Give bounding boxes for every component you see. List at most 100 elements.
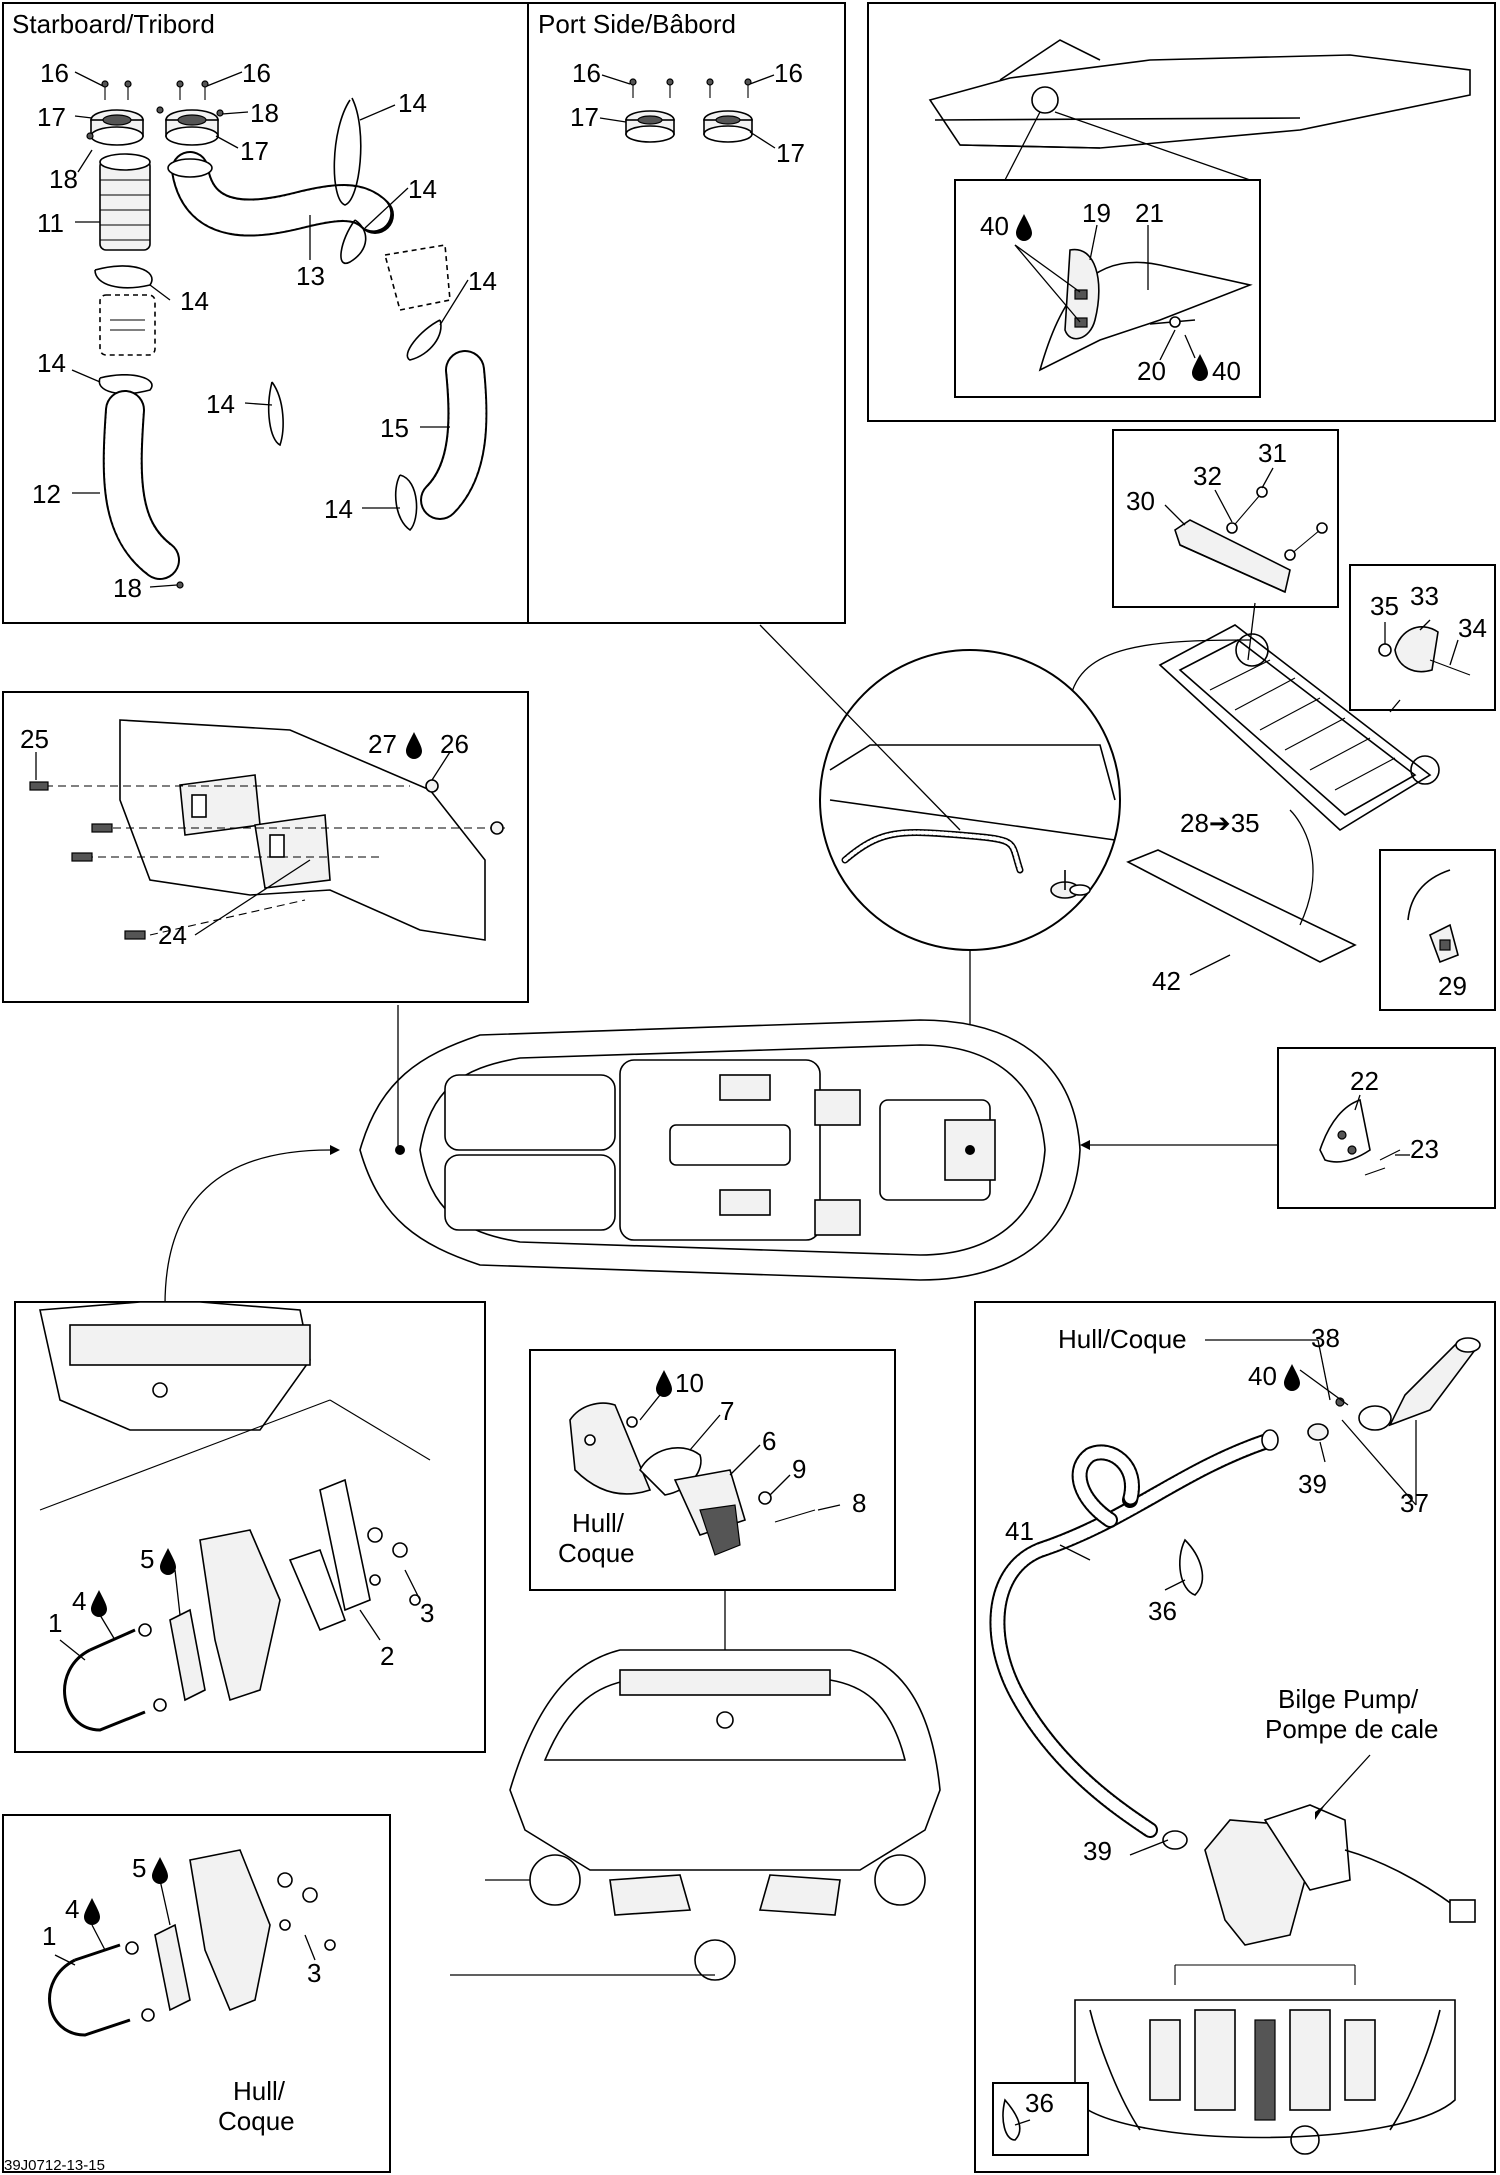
hull-cutaway [1074,1999,1456,2155]
bilge-pump-panel: Hull/Coque [974,1301,1496,2173]
callout-9: 9 [792,1454,806,1484]
callout-25: 25 [20,724,49,754]
callout-14: 14 [408,174,437,204]
callout-14: 14 [398,88,427,118]
sealant-drop-icon [1284,1364,1300,1391]
sealant-drop-icon [152,1857,168,1884]
u-bolt-upper [63,1608,206,1732]
coque-label: Coque [558,1538,635,1568]
callout-14: 14 [206,389,235,419]
callout-14: 14 [324,494,353,524]
figure-code: 39J0712-13-15 [4,2157,105,2174]
bilge-pump-label: Bilge Pump/ [1278,1684,1419,1714]
sealant-drop-icon [84,1898,100,1925]
vent-cover-port-right [703,110,753,143]
callout-5: 5 [140,1544,154,1574]
callout-7: 7 [720,1396,734,1426]
sealant-drop-icon [656,1370,672,1397]
spacer-plates-lower [189,1849,271,2012]
callout-35: 35 [1370,591,1399,621]
callout-10: 10 [675,1368,704,1398]
callout-11: 11 [37,208,64,238]
callout-32: 32 [1193,461,1222,491]
callout-40: 40 [980,211,1009,241]
callout-17: 17 [37,102,66,132]
callout-4: 4 [72,1586,86,1616]
handle-panel: 31 32 30 [1112,429,1339,608]
sealant-drop-icon [91,1590,107,1617]
starboard-panel-title: Starboard/Tribord [12,9,215,39]
sealant-drop-icon [1016,214,1032,241]
port-panel-title: Port Side/Bâbord [538,9,736,39]
callout-36: 36 [1148,1596,1177,1626]
vent-cover-starboard-left [90,109,144,146]
spacer-plates [199,1478,371,1702]
callout-12: 12 [32,479,61,509]
hull-label: Hull/ [572,1508,625,1538]
callout-5: 5 [132,1853,146,1883]
vent-hose-12 [102,390,180,580]
cleat-panel: 22 23 [1277,1047,1496,1209]
callout-33: 33 [1410,581,1439,611]
callout-15: 15 [380,413,409,443]
callout-14: 14 [180,286,209,316]
bow-light-panel: 40 19 21 20 40 [867,2,1496,422]
grab-handle [1174,486,1328,594]
boat-side-view [928,39,1471,149]
vent-hose-13 [167,151,394,237]
callout-6: 6 [762,1426,776,1456]
callout-16: 16 [242,58,271,88]
u-bolt-lower [48,1923,191,2037]
callout-2: 2 [380,1641,394,1671]
callout-40: 40 [1212,356,1241,386]
hull-coque-label: Hull/Coque [1058,1324,1187,1354]
bilge-pump [1162,1804,1476,1946]
coque-label: Coque [218,2106,295,2136]
callout-1: 1 [48,1608,62,1638]
callout-39: 39 [1083,1836,1112,1866]
callout-16: 16 [572,58,601,88]
callout-18: 18 [113,573,142,603]
callout-41: 41 [1005,1516,1034,1546]
callout-38: 38 [1311,1323,1340,1353]
callout-37: 37 [1400,1488,1429,1518]
callout-16: 16 [40,58,69,88]
vent-cover-starboard-right [165,109,219,146]
callout-3: 3 [307,1958,321,1988]
bracket-panel: 25 27 26 24 [2,691,529,1003]
vent-cover-port-left [625,110,675,143]
callout-16: 16 [774,58,803,88]
callout-3: 3 [420,1598,434,1628]
mounting-bracket [179,774,331,889]
vent-connector [99,244,451,356]
callout-31: 31 [1258,438,1287,468]
callout-30: 30 [1126,486,1155,516]
sealant-drop-icon [406,732,422,759]
callout-24: 24 [158,920,187,950]
callout-42: 42 [1152,966,1181,996]
vent-hose-11 [99,153,151,251]
floor-mat: 42 [1126,809,1357,996]
thru-hull-fitting [1307,1337,1481,1441]
callout-1: 1 [42,1921,56,1951]
callout-8: 8 [852,1488,866,1518]
callout-14: 14 [468,266,497,296]
sealant-drop-icon [160,1548,176,1575]
callout-19: 19 [1082,198,1111,228]
callout-40: 40 [1248,1361,1277,1391]
console-detail-circle [819,649,1121,951]
callout-14: 14 [37,348,66,378]
callout-18: 18 [250,98,279,128]
transom-bracket-panel: 5 4 1 3 2 [14,1301,486,1753]
callout-34: 34 [1458,613,1487,643]
callout-22: 22 [1350,1066,1379,1096]
callout-13: 13 [296,261,325,291]
callout-17: 17 [776,138,805,168]
boat-top-view [359,1019,1081,1281]
screw-16-port [629,78,752,98]
storage-tray: 28➔35 [1055,602,1440,838]
callout-36: 36 [1025,2088,1054,2118]
callout-17: 17 [570,102,599,132]
callout-20: 20 [1137,356,1166,386]
